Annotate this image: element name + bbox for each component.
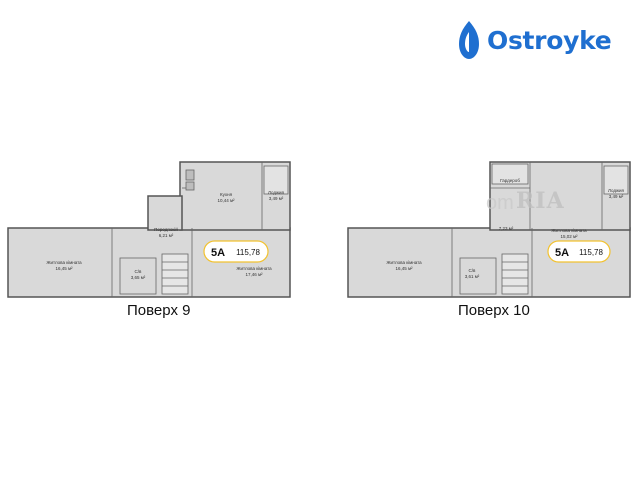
watermark-text: RIA (516, 188, 565, 214)
floor10-room-area: 7,23 м² (499, 226, 514, 231)
floor9-room-label: Житлова кімната (236, 266, 272, 271)
floor9-room-area: 3,65 м² (131, 275, 146, 280)
floor10-room-label: С/в (469, 268, 477, 273)
floor-caption-9: Поверх 9 (127, 302, 191, 319)
floor9-room-area: 17,46 м² (245, 272, 263, 277)
floor-plan-10: Гардероб Лоджия 3,49 м² 7,23 м² Житлова … (347, 161, 631, 298)
floor10-apartment-badge: 5А 115,78 (547, 240, 611, 263)
floor9-room-area: 16,45 м² (55, 266, 73, 271)
floor10-room-area: 16,45 м² (395, 266, 413, 271)
floor-caption-10: Поверх 10 (458, 302, 530, 319)
badge-area: 115,78 (236, 248, 260, 257)
floor10-room-label: Гардероб (500, 178, 520, 183)
floor10-main-body (347, 227, 631, 298)
floor10-room-area: 3,61 м² (465, 274, 480, 279)
floor9-room-area: 10,44 м² (217, 198, 235, 203)
floor10-room-area: 15,02 м² (560, 234, 578, 239)
floor10-room-label: Житлова кімната (551, 228, 587, 233)
floor9-room-area: 6,21 м² (159, 233, 174, 238)
location-pin-icon (459, 21, 479, 59)
badge-code: 5А (211, 247, 225, 259)
floor9-room-label: Передпокій (154, 226, 178, 232)
floor10-room-label: Лоджия (608, 188, 625, 193)
floor9-room-label: Кухня (220, 192, 233, 197)
floor9-apartment-badge: 5А 115,78 (203, 240, 269, 263)
floor-plan-9: Кухня 10,44 м² Лоджия 3,49 м² Передпокій… (7, 161, 291, 298)
badge-code: 5А (555, 247, 569, 259)
floor10-room-label: Житлова кімната (386, 260, 422, 265)
floor9-room-label: Житлова кімната (46, 260, 82, 265)
floor10-room-area: 3,49 м² (609, 194, 624, 199)
brand-logo: Ostroyke (458, 20, 612, 60)
floor9-corridor (147, 195, 183, 231)
floor9-room-area: 3,49 м² (269, 196, 284, 201)
watermark-text-left: om (486, 192, 514, 214)
brand-name: Ostroyke (487, 25, 612, 55)
floor9-room-label: Лоджия (268, 190, 285, 195)
floor9-room-label: С/в (135, 269, 143, 274)
badge-area: 115,78 (579, 248, 603, 257)
